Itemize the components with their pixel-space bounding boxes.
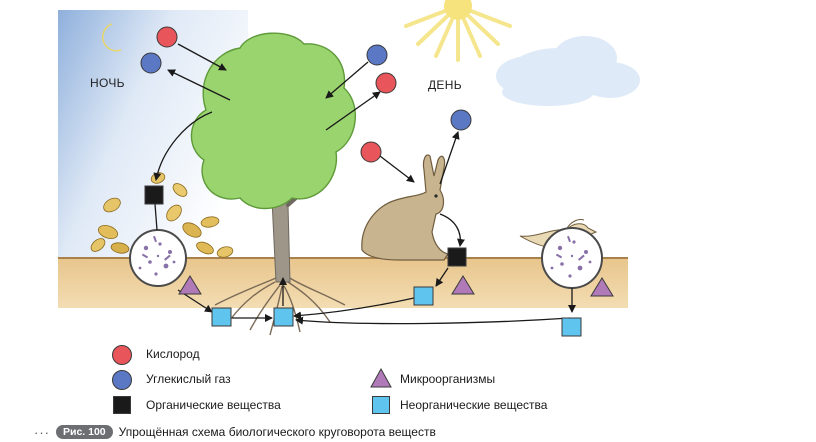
arrow-hare-to-co2 [439, 131, 460, 185]
legend-microorganisms-label: Микроорганизмы [400, 372, 496, 386]
oxygen-symbol-night [156, 26, 178, 48]
figure-caption: ··· Рис. 100 Упрощённая схема биологичес… [34, 423, 436, 441]
co2-symbol-day [366, 44, 388, 66]
arrow-inorganic-far-to-center [295, 316, 571, 325]
arrow-inorganic-to-center-right [293, 297, 415, 320]
micro-symbol-left [178, 275, 202, 295]
inorganic-symbol-right [561, 317, 582, 337]
legend-inorganic-label: Неорганические вещества [400, 398, 548, 412]
figure-number-badge: Рис. 100 [56, 425, 113, 439]
day-label: ДЕНЬ [428, 78, 462, 92]
caption-dots: ··· [34, 424, 50, 440]
tree-icon [190, 32, 356, 336]
organic-symbol-leaves [144, 185, 164, 205]
legend-microorganisms-symbol [370, 368, 392, 388]
arrow-hare-to-organic [439, 213, 465, 247]
legend-organic-symbol [113, 396, 131, 414]
inorganic-symbol-center [273, 307, 294, 327]
co2-symbol-night [140, 52, 162, 74]
micro-symbol-center [451, 275, 475, 295]
oxygen-symbol-day [375, 72, 397, 94]
flow-arrows [153, 43, 576, 325]
organic-to-lens-line [154, 203, 158, 231]
legend-co2-symbol [112, 370, 132, 390]
legend-oxygen-label: Кислород [146, 347, 200, 361]
arrow-tree-to-o2-day [325, 91, 381, 131]
legend-organic-label: Органические вещества [146, 398, 281, 412]
scene-symbols [140, 26, 614, 337]
legend-co2-label: Углекислый газ [146, 372, 231, 386]
organic-symbol-hare [447, 247, 467, 267]
micro-symbol-right [590, 277, 614, 297]
caption-text: Упрощённая схема биологического круговор… [118, 425, 436, 439]
night-label: НОЧЬ [90, 76, 125, 90]
arrow-tree-to-organic [153, 111, 213, 181]
microbe-lens-icon [541, 227, 603, 289]
legend-oxygen-symbol [112, 345, 132, 365]
arrow-co2-to-tree-day [325, 61, 369, 99]
leaf-litter-icon [90, 172, 234, 258]
sun-icon [404, 0, 512, 62]
arrow-o2-to-hare [379, 155, 415, 183]
inorganic-symbol-mid [413, 286, 434, 306]
arrow-tree-to-co2-night [167, 69, 231, 101]
inorganic-symbol-left [211, 307, 232, 327]
oxygen-symbol-hare [360, 141, 382, 163]
legend-inorganic-symbol [372, 396, 390, 414]
co2-symbol-hare [450, 109, 472, 131]
cloud-icon [496, 36, 640, 106]
arrow-organic-to-inorganic [435, 267, 449, 287]
arrow-o2-to-tree-night [177, 43, 227, 71]
microbe-lens-icon [129, 229, 187, 287]
moon-icon [102, 23, 122, 52]
